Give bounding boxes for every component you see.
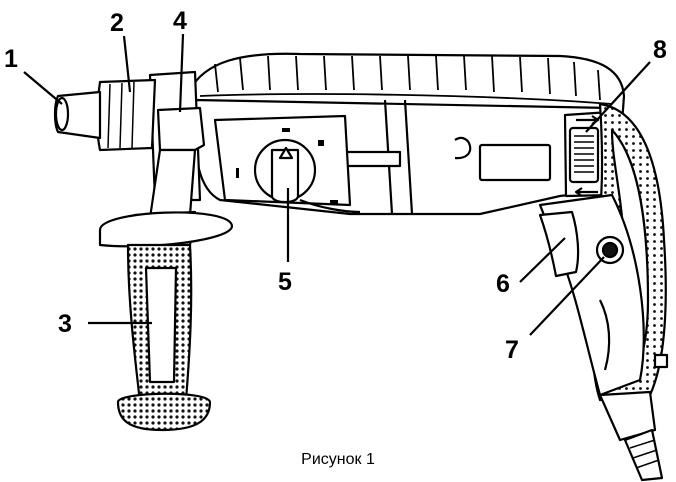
- chuck-sleeve: [95, 78, 157, 152]
- leader-line-7: [529, 256, 605, 336]
- handle-button-detail: [653, 353, 669, 369]
- selector-mode-icons: [236, 128, 338, 204]
- callout-3: 3: [58, 310, 72, 338]
- leader-line-6: [519, 237, 566, 283]
- leader-line-2: [122, 35, 132, 93]
- callout-6: 6: [496, 270, 510, 298]
- callout-5: 5: [278, 268, 292, 296]
- figure-caption: Рисунок 1: [301, 451, 375, 468]
- auxiliary-handle-guard: [98, 211, 234, 248]
- chuck-grooves: [107, 81, 135, 149]
- handle-clamp: [156, 106, 206, 152]
- arrow-left-icon: [574, 187, 598, 197]
- callout-1: 1: [4, 45, 18, 73]
- cable-guard: [598, 390, 657, 442]
- callout-2: 2: [110, 9, 124, 37]
- callout-4: 4: [173, 7, 187, 35]
- vent-slot: [454, 136, 472, 160]
- leader-line-4: [178, 33, 185, 113]
- body-rib: [338, 150, 402, 168]
- callout-7: 7: [505, 336, 519, 364]
- grip-window: [144, 266, 178, 384]
- lock-button[interactable]: [595, 235, 625, 265]
- housing-ribs: [199, 55, 613, 105]
- leader-line-1: [23, 71, 63, 105]
- grip-end-cap: [116, 392, 212, 432]
- mode-selector-knob[interactable]: [253, 138, 317, 204]
- body-seam-2: [403, 99, 414, 215]
- leader-line-8: [585, 61, 651, 133]
- label-plate: [478, 143, 552, 182]
- reverse-switch[interactable]: [568, 126, 600, 184]
- callout-8: 8: [653, 36, 667, 64]
